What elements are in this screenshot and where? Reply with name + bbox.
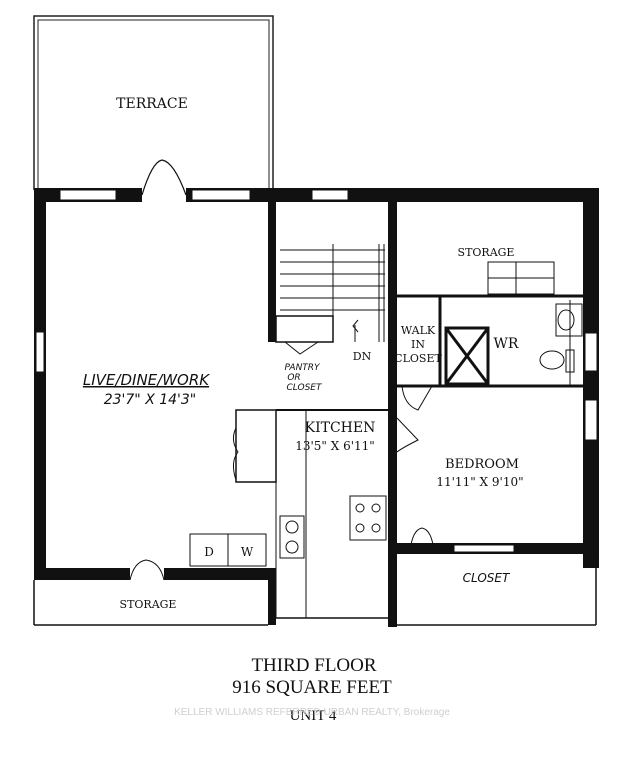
pantry-closet xyxy=(275,315,334,355)
walk-in-label-1: WALK xyxy=(401,324,436,337)
storage-shelving xyxy=(487,261,555,295)
pantry-label-1: PANTRY xyxy=(284,363,321,373)
kitchen-size: 13'5" X 6'11" xyxy=(295,439,375,453)
live-dine-work-size: 23'7" X 14'3" xyxy=(104,392,197,408)
bedroom-size: 11'11" X 9'10" xyxy=(436,475,523,489)
walk-in-label-3: CLOSET xyxy=(394,352,442,365)
staircase xyxy=(280,244,385,342)
closet-label: CLOSET xyxy=(463,571,511,585)
kitchen-counters xyxy=(232,409,387,619)
closet-door xyxy=(409,527,435,553)
live-dine-work-label: LIVE/DINE/WORK xyxy=(83,371,210,389)
bedroom-label: BEDROOM xyxy=(445,457,519,472)
brokerage-watermark: KELLER WILLIAMS REFERRED URBAN REALTY, B… xyxy=(174,707,450,718)
walk-in-door xyxy=(401,385,433,411)
unit-label: UNIT 4 xyxy=(290,708,337,724)
storage-bottom-label: STORAGE xyxy=(120,598,177,611)
walk-in-label-2: IN xyxy=(411,338,425,351)
dryer-label: D xyxy=(204,545,214,559)
floor-area: 916 SQUARE FEET xyxy=(232,677,392,698)
down-label: DN xyxy=(353,350,372,363)
terrace-door xyxy=(141,159,187,202)
interior-walls xyxy=(33,294,597,626)
pantry-label-2: OR xyxy=(287,373,300,383)
pantry-label-3: CLOSET xyxy=(286,383,323,393)
washroom-label: WR xyxy=(494,336,519,352)
storage-top-label: STORAGE xyxy=(458,246,515,259)
washer-label: W xyxy=(241,545,254,559)
bedroom-door xyxy=(396,417,419,453)
terrace-outline xyxy=(33,15,274,190)
washer-dryer xyxy=(189,533,267,567)
kitchen-label: KITCHEN xyxy=(305,420,376,436)
terrace-label: TERRACE xyxy=(116,96,188,112)
storage-door xyxy=(129,559,165,582)
floor-title: THIRD FLOOR xyxy=(251,655,376,676)
washroom-fixtures xyxy=(444,303,583,386)
windows xyxy=(35,189,598,553)
